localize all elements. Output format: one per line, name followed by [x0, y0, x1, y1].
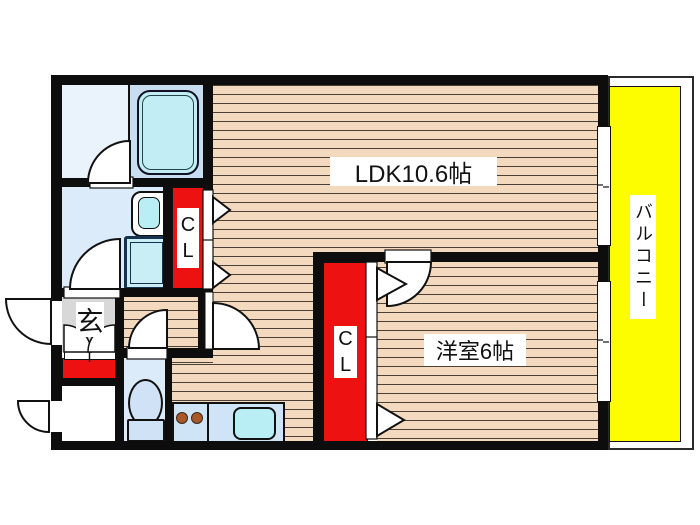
wall-ldk-door-stub	[198, 288, 208, 358]
label-closet-1: C L	[177, 208, 199, 268]
wall-western-top	[313, 252, 608, 262]
kitchen-sink	[233, 407, 276, 440]
wall-bath-washroom	[51, 178, 213, 187]
wall-right	[598, 75, 608, 450]
label-entrance: 玄	[76, 302, 104, 337]
wall-bath-right	[203, 84, 213, 192]
wall-washroom-closet	[163, 187, 172, 289]
stove-burner	[191, 412, 203, 424]
washbasin-sink	[138, 197, 160, 229]
floor-hallway	[124, 297, 203, 348]
wall-western-left	[313, 252, 323, 441]
label-closet-2: C L	[334, 326, 357, 378]
stove-burner	[176, 412, 188, 424]
washer-pan-inner	[130, 242, 163, 284]
closet-1-letter-top: C	[180, 214, 196, 236]
shoe-cabinet	[62, 358, 117, 380]
bathtub-inner-rim	[142, 95, 194, 170]
kitchen-counter-divider	[207, 404, 209, 443]
wall-genkan-right	[115, 288, 124, 441]
wall-toilet-right	[165, 348, 172, 441]
label-balcony: バルコニー	[630, 195, 656, 319]
label-western-room: 洋室6帖	[424, 334, 526, 366]
toilet-tank	[127, 419, 165, 442]
bathtub	[137, 90, 199, 175]
door-arc-storage	[16, 400, 50, 434]
door-arc-entrance	[4, 298, 52, 346]
room-bathroom	[62, 84, 128, 178]
genkan-step	[64, 350, 117, 360]
window-ldk	[597, 126, 611, 246]
wall-bottom	[51, 441, 608, 450]
room-storage	[62, 386, 115, 441]
closet-2-letter-top: C	[338, 328, 353, 350]
closet-1-letter-bottom: L	[182, 240, 194, 262]
wall-left	[51, 75, 62, 450]
wall-top	[51, 75, 608, 85]
label-ldk: LDK10.6帖	[330, 157, 497, 188]
wall-storage-top	[51, 378, 123, 386]
wall-washroom-bottom	[51, 288, 213, 297]
closet-2-letter-bottom: L	[339, 354, 352, 376]
window-western	[597, 281, 611, 402]
